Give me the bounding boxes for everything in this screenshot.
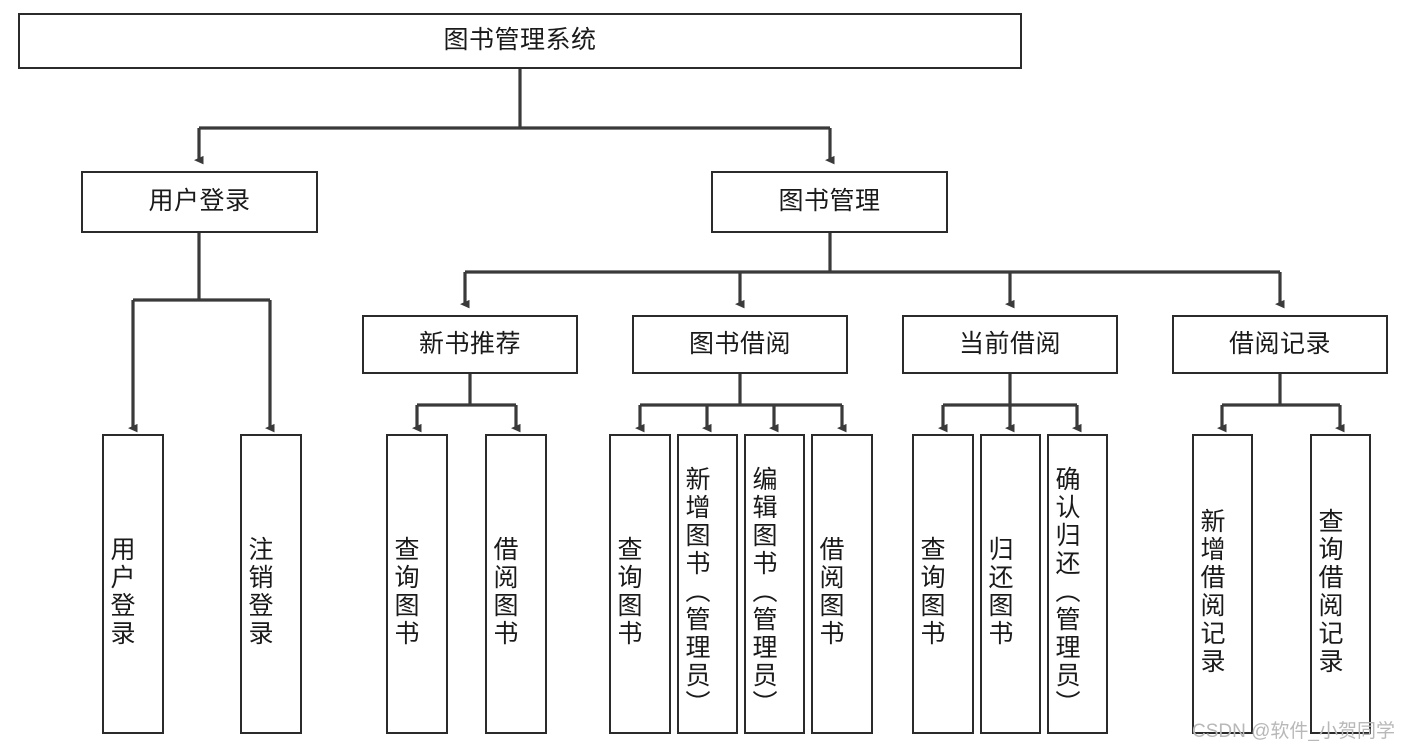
leaf-borrow-query-book-label: 查询图书 [614,536,642,648]
leaf-new-book-borrow[interactable]: 借阅图书 [485,434,547,734]
leaf-current-confirm-return-label: 确认归还（管理员） [1052,466,1080,718]
node-user-login-label: 用户登录 [148,187,251,216]
leaf-record-add-label: 新增借阅记录 [1197,508,1225,676]
leaf-borrow-lend-book[interactable]: 借阅图书 [811,434,873,734]
node-current-borrow-label: 当前借阅 [958,329,1061,358]
leaf-borrow-edit-book-label: 编辑图书（管理员） [749,466,777,718]
leaf-current-return-book[interactable]: 归还图书 [980,434,1041,734]
node-new-book-recommend-label: 新书推荐 [418,329,521,358]
node-root-label: 图书管理系统 [443,26,597,55]
leaf-record-query[interactable]: 查询借阅记录 [1310,434,1371,734]
leaf-record-add[interactable]: 新增借阅记录 [1192,434,1253,734]
node-book-borrow[interactable]: 图书借阅 [632,315,848,374]
leaf-current-return-book-label: 归还图书 [985,536,1013,648]
node-borrow-records[interactable]: 借阅记录 [1172,315,1388,374]
node-root[interactable]: 图书管理系统 [18,13,1022,69]
leaf-new-book-borrow-label: 借阅图书 [490,536,518,648]
leaf-record-query-label: 查询借阅记录 [1315,508,1343,676]
leaf-user-logout-label: 注销登录 [245,536,273,648]
node-book-management-label: 图书管理 [778,187,881,216]
leaf-borrow-add-book[interactable]: 新增图书（管理员） [677,434,738,734]
leaf-user-login[interactable]: 用户登录 [102,434,164,734]
leaf-borrow-edit-book[interactable]: 编辑图书（管理员） [744,434,805,734]
leaf-borrow-query-book[interactable]: 查询图书 [609,434,671,734]
leaf-new-book-query[interactable]: 查询图书 [386,434,448,734]
node-borrow-records-label: 借阅记录 [1228,329,1331,358]
leaf-new-book-query-label: 查询图书 [391,536,419,648]
leaf-current-query-book[interactable]: 查询图书 [912,434,974,734]
leaf-user-login-label: 用户登录 [107,536,135,648]
node-new-book-recommend[interactable]: 新书推荐 [362,315,578,374]
node-user-login[interactable]: 用户登录 [81,171,318,233]
leaf-borrow-lend-book-label: 借阅图书 [816,536,844,648]
leaf-borrow-add-book-label: 新增图书（管理员） [682,466,710,718]
node-current-borrow[interactable]: 当前借阅 [902,315,1118,374]
node-book-management[interactable]: 图书管理 [711,171,948,233]
leaf-current-query-book-label: 查询图书 [917,536,945,648]
node-book-borrow-label: 图书借阅 [688,329,791,358]
leaf-current-confirm-return[interactable]: 确认归还（管理员） [1047,434,1108,734]
leaf-user-logout[interactable]: 注销登录 [240,434,302,734]
